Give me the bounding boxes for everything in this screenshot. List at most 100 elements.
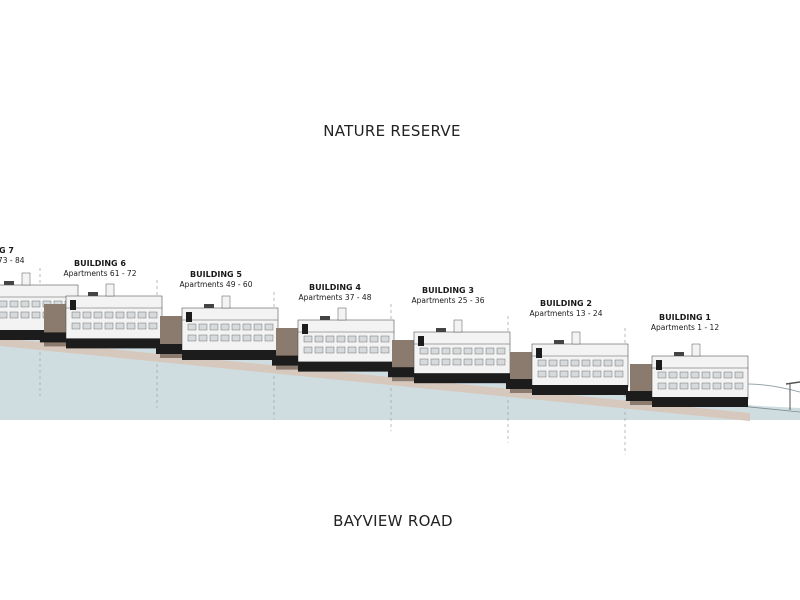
window xyxy=(358,335,368,343)
garage-doors xyxy=(298,361,394,372)
window xyxy=(231,323,241,331)
window xyxy=(463,347,473,355)
entry-recess xyxy=(186,312,192,322)
window xyxy=(668,382,678,390)
window xyxy=(0,311,8,319)
window xyxy=(657,382,667,390)
window xyxy=(20,311,30,319)
window xyxy=(712,371,722,379)
building-title: BUILDING 6 xyxy=(74,259,126,268)
roof-chimney xyxy=(453,319,463,333)
window xyxy=(104,311,114,319)
window xyxy=(419,347,429,355)
window xyxy=(198,334,208,342)
building-block xyxy=(388,319,512,398)
window xyxy=(668,371,678,379)
window xyxy=(303,346,313,354)
window xyxy=(31,300,41,308)
entry-recess xyxy=(302,324,308,334)
window xyxy=(496,358,506,366)
building-apartments: Apartments 25 - 36 xyxy=(412,296,485,305)
building-title: BUILDING 5 xyxy=(190,270,242,279)
building-facade xyxy=(413,331,511,376)
window xyxy=(712,382,722,390)
window xyxy=(209,334,219,342)
building-apartments: Apartments 49 - 60 xyxy=(180,280,253,289)
roof-vent xyxy=(674,352,684,356)
window xyxy=(452,347,462,355)
roof-chimney xyxy=(21,272,31,286)
window xyxy=(82,322,92,330)
window xyxy=(148,322,158,330)
building-title: BUILDING 2 xyxy=(540,299,592,308)
window xyxy=(463,358,473,366)
building-title: BUILDING 4 xyxy=(309,283,361,292)
window xyxy=(347,346,357,354)
building-facade xyxy=(531,343,629,388)
window xyxy=(369,335,379,343)
garage-doors xyxy=(0,330,78,340)
window xyxy=(474,358,484,366)
window xyxy=(548,370,558,378)
roof-vent xyxy=(554,340,564,344)
building-block xyxy=(40,283,164,363)
window xyxy=(253,323,263,331)
window xyxy=(231,334,241,342)
roof-vent xyxy=(4,281,14,285)
window xyxy=(242,334,252,342)
window xyxy=(657,371,667,379)
entry-recess xyxy=(70,300,76,310)
garage-doors xyxy=(272,355,298,366)
garage-doors xyxy=(532,385,628,395)
window xyxy=(690,382,700,390)
garage-doors xyxy=(652,397,748,407)
window xyxy=(581,359,591,367)
window xyxy=(430,347,440,355)
window xyxy=(137,311,147,319)
roof-vent xyxy=(436,328,446,332)
window xyxy=(358,346,368,354)
garage-doors xyxy=(40,332,66,343)
window xyxy=(485,347,495,355)
window xyxy=(734,371,744,379)
window xyxy=(537,359,547,367)
building-block xyxy=(506,331,630,409)
window xyxy=(71,322,81,330)
building-title: BUILDING 1 xyxy=(659,313,711,322)
building-block xyxy=(156,295,280,374)
roof-vent xyxy=(320,316,330,320)
window xyxy=(209,323,219,331)
window xyxy=(548,359,558,367)
garage-doors xyxy=(388,367,414,378)
window xyxy=(380,335,390,343)
window xyxy=(314,346,324,354)
roof-vent xyxy=(88,292,98,296)
building-apartments: Apartments 73 - 84 xyxy=(0,256,25,265)
window xyxy=(115,311,125,319)
window xyxy=(592,359,602,367)
window xyxy=(220,334,230,342)
window xyxy=(198,323,208,331)
window xyxy=(264,334,274,342)
garage-doors xyxy=(66,338,162,349)
window xyxy=(336,346,346,354)
building-facade xyxy=(651,355,749,400)
buildings-group xyxy=(0,272,750,421)
window xyxy=(187,334,197,342)
window xyxy=(148,311,158,319)
window xyxy=(419,358,429,366)
window xyxy=(303,335,313,343)
building-block xyxy=(272,307,396,386)
bayview-road-label: BAYVIEW ROAD xyxy=(333,512,453,530)
window xyxy=(581,370,591,378)
building-block xyxy=(626,343,750,421)
roof-chimney xyxy=(571,331,581,345)
building-apartments: Apartments 13 - 24 xyxy=(530,309,603,318)
window xyxy=(592,370,602,378)
bus-shelter-roof xyxy=(785,381,800,385)
building-facade xyxy=(297,319,395,364)
window xyxy=(9,311,19,319)
building-title: BUILDING 3 xyxy=(422,286,474,295)
